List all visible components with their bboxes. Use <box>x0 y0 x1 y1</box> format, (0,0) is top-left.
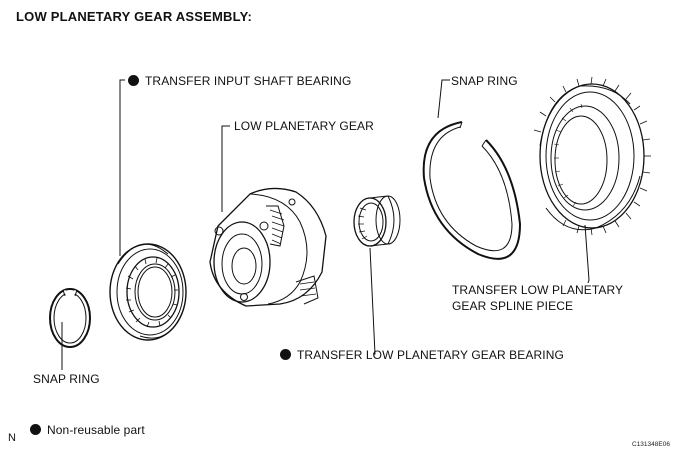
label-spline-piece-line2: GEAR SPLINE PIECE <box>452 299 574 313</box>
snap-ring-small <box>50 289 90 347</box>
corner-letter: N <box>8 432 17 444</box>
leader-transfer-input-shaft-bearing <box>120 80 125 256</box>
low-planetary-gear <box>210 188 326 306</box>
non-reusable-marker-icon <box>128 75 139 86</box>
non-reusable-marker-icon <box>30 424 41 435</box>
transfer-input-shaft-bearing <box>110 244 186 340</box>
leader-spline-piece <box>585 225 589 283</box>
non-reusable-marker-icon <box>280 349 291 360</box>
label-snap-ring-top: SNAP RING <box>451 74 518 88</box>
page-title: LOW PLANETARY GEAR ASSEMBLY: <box>16 9 253 24</box>
label-low-planetary-gear-bearing: TRANSFER LOW PLANETARY GEAR BEARING <box>280 348 564 362</box>
transfer-low-planetary-gear-bearing <box>354 196 400 246</box>
transfer-low-planetary-gear-spline-piece <box>534 77 651 235</box>
snap-ring-large <box>424 122 520 259</box>
label-snap-ring-bottom: SNAP RING <box>33 372 100 386</box>
label-spline-piece-line1: TRANSFER LOW PLANETARY <box>452 283 624 297</box>
leader-snap-ring-top <box>438 80 450 118</box>
label-transfer-input-shaft-bearing: TRANSFER INPUT SHAFT BEARING <box>128 74 351 88</box>
legend-non-reusable: Non-reusable part <box>30 423 145 437</box>
leader-low-planetary-gear <box>222 126 230 212</box>
leader-low-planetary-gear-bearing <box>370 248 375 354</box>
figure-code: C131348E06 <box>632 441 670 448</box>
label-low-planetary-gear: LOW PLANETARY GEAR <box>234 119 374 133</box>
